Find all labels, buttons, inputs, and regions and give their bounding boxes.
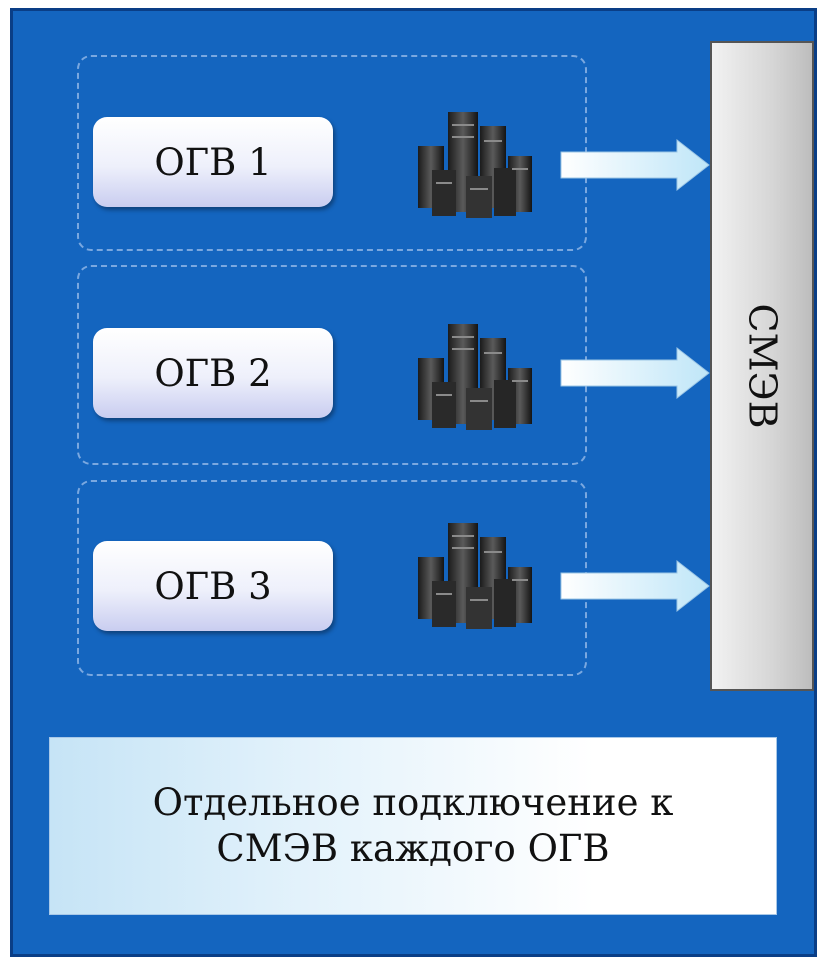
caption-box: Отдельное подключение к СМЭВ каждого ОГВ (49, 737, 777, 915)
caption-line-1: Отдельное подключение к (152, 780, 674, 824)
smev-bar: СМЭВ (710, 41, 814, 691)
ogv-label-box-2: ОГВ 2 (93, 328, 333, 418)
ogv-label-1: ОГВ 1 (154, 140, 272, 184)
ogv-label-2: ОГВ 2 (154, 351, 272, 395)
diagram-frame: ОГВ 1 ОГВ 2 (10, 8, 817, 957)
ogv-label-box-3: ОГВ 3 (93, 541, 333, 631)
arrow-right-icon (560, 138, 710, 192)
ogv-label-box-1: ОГВ 1 (93, 117, 333, 207)
arrow-right-icon (560, 559, 710, 613)
server-cluster-icon (418, 523, 532, 629)
server-cluster-icon (418, 324, 532, 430)
caption-line-2: СМЭВ каждого ОГВ (216, 827, 610, 870)
server-cluster-icon (418, 112, 532, 218)
smev-label: СМЭВ (740, 303, 785, 429)
ogv-label-3: ОГВ 3 (154, 564, 272, 608)
arrow-right-icon (560, 346, 710, 400)
